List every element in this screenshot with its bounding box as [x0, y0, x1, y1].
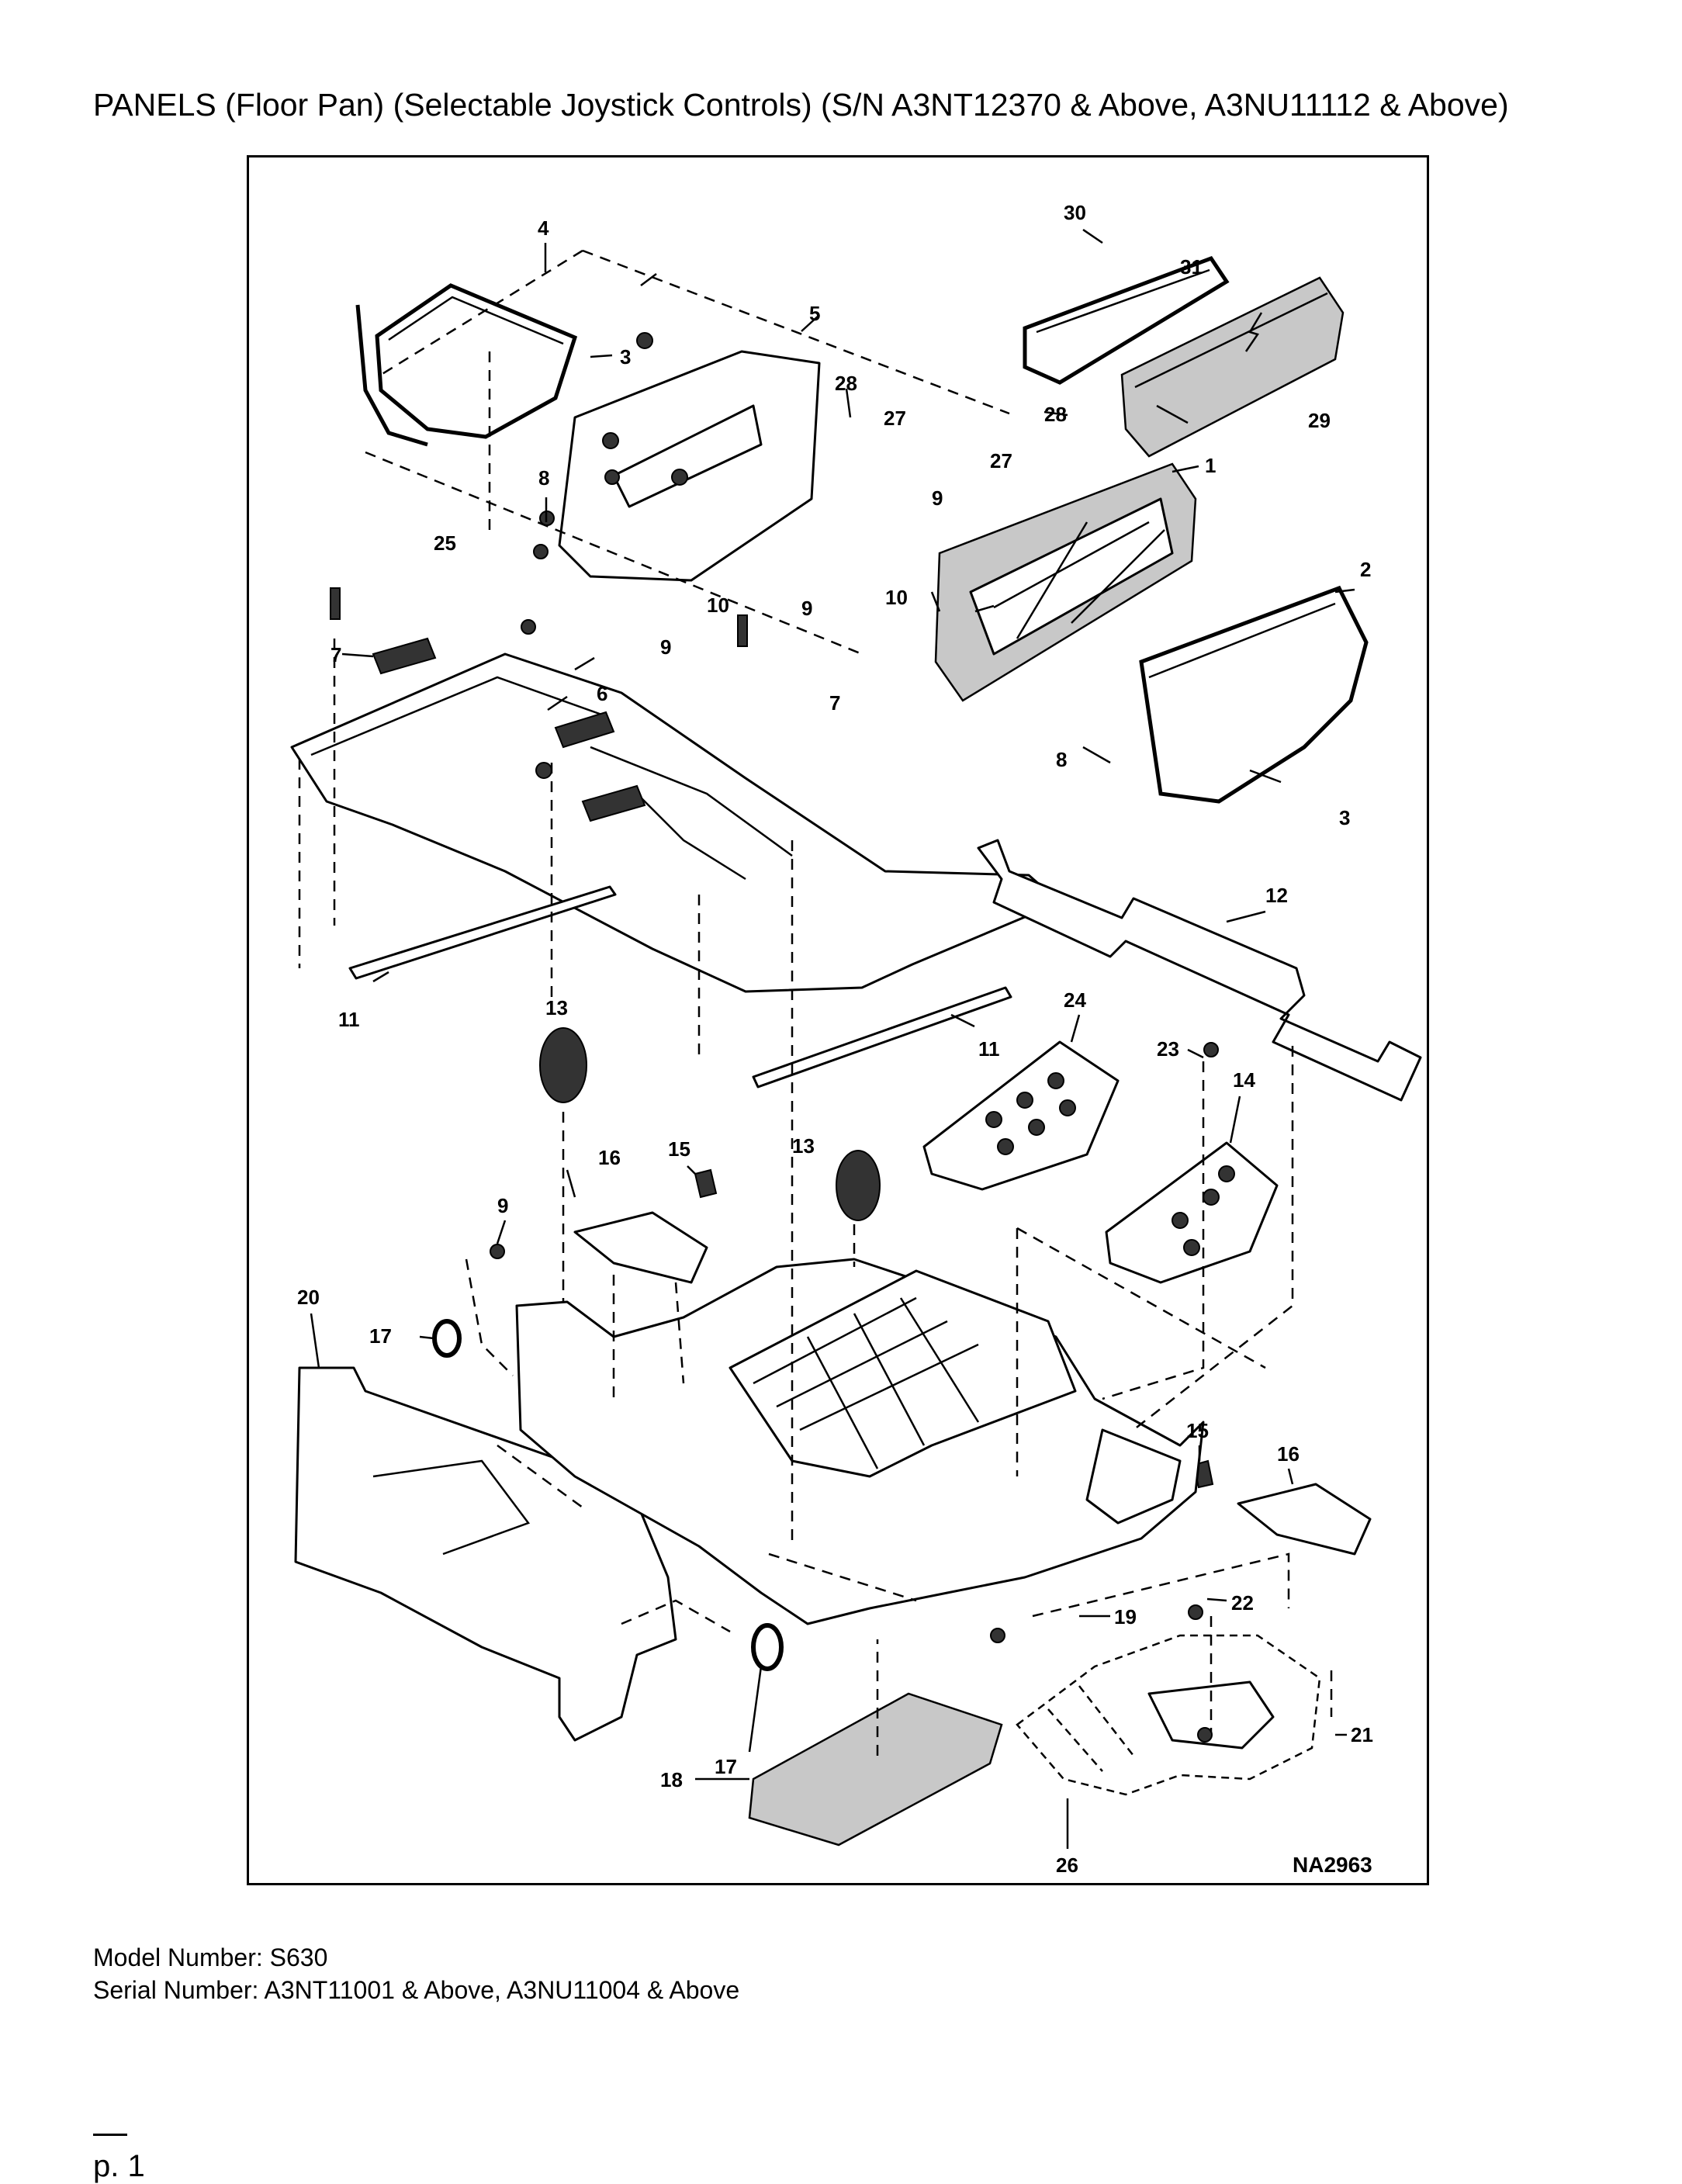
callouts: 4 30 31 5 3 28 27 29 28 27 1 8 9 25 10 9…: [297, 201, 1373, 1877]
callout-7b: 7: [829, 691, 840, 715]
page-number: p. 1: [93, 2149, 145, 2183]
callout-9c: 9: [660, 635, 671, 659]
callout-1: 1: [1205, 454, 1216, 477]
callout-17b: 17: [715, 1755, 737, 1778]
exploded-parts-diagram: 4 30 31 5 3 28 27 29 28 27 1 8 9 25 10 9…: [290, 201, 1422, 1877]
part-bracket-14: [1105, 1141, 1279, 1284]
leader-lines: [310, 228, 1355, 1849]
page-title: PANELS (Floor Pan) (Selectable Joystick …: [93, 87, 1509, 123]
part-seal-2: [1139, 585, 1369, 804]
part-frame-1: [934, 462, 1197, 702]
part-strip-12: [977, 839, 1422, 1102]
callout-10b: 10: [885, 586, 908, 609]
callout-23: 23: [1157, 1037, 1179, 1061]
drawing-code: NA2963: [1293, 1853, 1372, 1877]
callout-25: 25: [434, 531, 456, 555]
part-floor-cover-6: [290, 652, 1061, 993]
part-ring-17: [432, 1319, 784, 1671]
callout-9: 9: [932, 486, 943, 510]
callout-10: 10: [707, 594, 729, 617]
callout-28: 28: [835, 372, 857, 395]
callout-4: 4: [538, 216, 549, 240]
part-panel-20: [294, 1366, 677, 1742]
alignment-lines: [298, 249, 1333, 1756]
callout-14: 14: [1233, 1068, 1255, 1092]
part-bracket-24: [922, 1040, 1120, 1191]
callout-3: 3: [620, 345, 631, 369]
callout-16: 16: [598, 1146, 621, 1169]
part-cover-29: [1120, 276, 1345, 458]
callout-8: 8: [538, 466, 549, 490]
model-info: Model Number: S630 Serial Number: A3NT11…: [93, 1941, 739, 2006]
callout-12: 12: [1265, 884, 1288, 907]
part-wedge-16: [573, 1211, 1372, 1556]
model-number: Model Number: S630: [93, 1943, 328, 1971]
callout-13: 13: [545, 996, 568, 1019]
callout-26: 26: [1056, 1853, 1078, 1877]
part-strip-11: [348, 885, 1012, 1089]
serial-number: Serial Number: A3NT11001 & Above, A3NU11…: [93, 1976, 740, 2004]
callout-7: 7: [331, 643, 341, 666]
callout-27b: 27: [990, 449, 1012, 472]
callout-16b: 16: [1277, 1442, 1300, 1466]
callout-8b: 8: [1056, 748, 1067, 771]
callout-2: 2: [1360, 558, 1371, 581]
callout-27: 27: [884, 407, 906, 430]
callout-31: 31: [1180, 255, 1203, 279]
callout-11b: 11: [978, 1037, 1000, 1061]
callout-11: 11: [338, 1008, 360, 1031]
part-seal-4: [355, 283, 578, 447]
part-floor-pan: [515, 1258, 1205, 1625]
callout-21: 21: [1351, 1723, 1373, 1746]
fasteners: [330, 332, 1219, 1743]
callout-15: 15: [668, 1137, 690, 1161]
callout-15b: 15: [1186, 1419, 1209, 1442]
callout-6: 6: [597, 682, 607, 705]
callout-3b: 3: [1339, 806, 1350, 829]
callout-17: 17: [369, 1324, 392, 1348]
callout-30: 30: [1064, 201, 1086, 224]
callout-19: 19: [1114, 1605, 1137, 1628]
callout-24: 24: [1064, 988, 1086, 1012]
callout-13b: 13: [792, 1134, 815, 1158]
part-grommet-13: [539, 1027, 881, 1221]
part-wheel-well-26: [1016, 1634, 1321, 1796]
callout-28b: 28: [1044, 403, 1067, 426]
part-panel-5: [558, 350, 821, 582]
callout-9d: 9: [497, 1194, 508, 1217]
callout-20: 20: [297, 1286, 320, 1309]
page-divider: [93, 2134, 127, 2136]
callout-29: 29: [1308, 409, 1331, 432]
part-seal-30: [1023, 255, 1230, 385]
callout-9b: 9: [801, 597, 812, 620]
callout-5: 5: [809, 302, 820, 325]
part-pad-18: [748, 1692, 1003, 1847]
diagram-frame: 4 30 31 5 3 28 27 29 28 27 1 8 9 25 10 9…: [247, 155, 1429, 1885]
callout-22: 22: [1231, 1591, 1254, 1615]
callout-18: 18: [660, 1768, 683, 1791]
